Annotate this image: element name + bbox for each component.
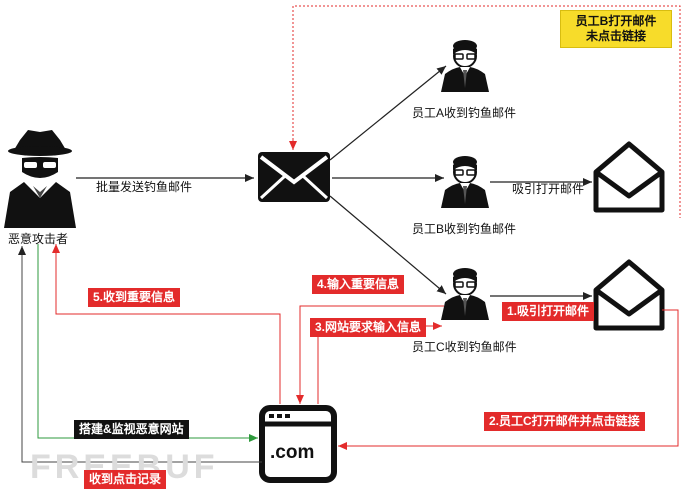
send-phishing-label: 批量发送钓鱼邮件 [96,180,193,194]
step-1-tag: 1.吸引打开邮件 [502,302,595,321]
employee-a-icon [441,40,489,92]
step-4-tag: 4.输入重要信息 [312,275,405,294]
attacker-label: 恶意攻击者 [8,232,69,246]
step-2-tag: 2.员工C打开邮件并点击链接 [484,412,645,431]
arrow-attacker-to-site [37,244,258,442]
arrow-mail-to-c [329,195,447,295]
website-icon [259,405,337,483]
note-employee-b: 员工B打开邮件 未点击链接 [560,10,672,48]
arrow-mail-to-a [329,65,447,161]
mail-envelope-icon [258,152,330,202]
employee-b-icon [441,156,489,208]
employee-c-icon [441,268,489,320]
note-employee-b-line2: 未点击链接 [585,29,646,43]
step-3-tag: 3.网站要求输入信息 [310,318,427,337]
arrow-c-envelope-to-site [338,309,679,450]
build-site-tag: 搭建&监视恶意网站 [74,420,189,439]
open-envelope-b-icon [593,141,665,213]
employee-c-label: 员工C收到钓鱼邮件 [412,340,517,354]
step-5-tag: 5.收到重要信息 [88,288,181,307]
website-text: .com [270,442,315,463]
arrow-site-to-attacker [52,244,281,404]
employee-b-label: 员工B收到钓鱼邮件 [412,222,517,236]
b-attract-label: 吸引打开邮件 [512,182,585,196]
click-record-tag: 收到点击记录 [84,470,167,489]
open-envelope-c-icon [593,259,665,331]
arrow-c-to-site [296,305,444,404]
arrow-site-to-c [317,322,442,404]
arrow-site-to-attacker-record [18,246,262,463]
attacker-icon [4,130,76,228]
employee-a-label: 员工A收到钓鱼邮件 [412,106,517,120]
note-employee-b-line1: 员工B打开邮件 [575,14,657,28]
